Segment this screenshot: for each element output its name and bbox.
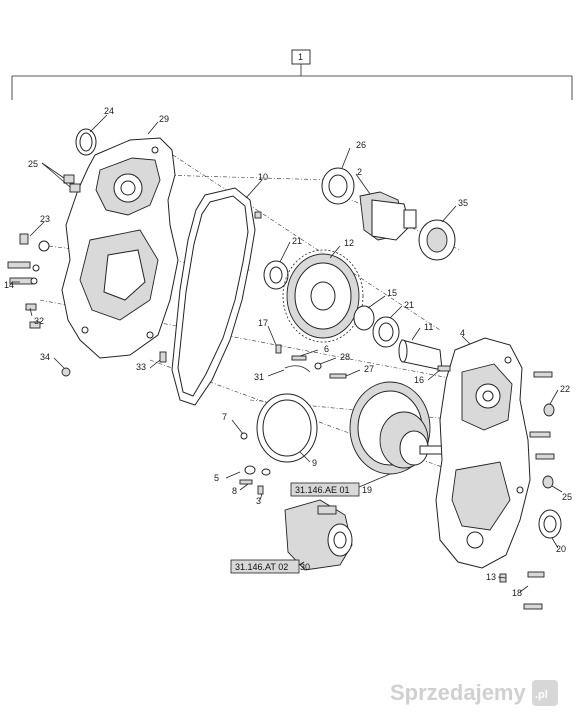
watermark-badge-icon bbox=[532, 680, 558, 706]
callout-30: 30 bbox=[300, 562, 310, 572]
callout-18: 18 bbox=[512, 588, 522, 598]
bolts-right bbox=[437, 365, 555, 610]
callout-24: 24 bbox=[104, 106, 114, 116]
callout-33: 33 bbox=[136, 362, 146, 372]
callout-23: 23 bbox=[40, 214, 50, 224]
pinion-shaft-2 bbox=[359, 191, 417, 241]
callout-1: 1 bbox=[298, 52, 303, 62]
gear-19 bbox=[349, 381, 445, 475]
reference-ae-label: 31.146.AE 01 bbox=[295, 485, 350, 495]
reference-at-label: 31.146.AT 02 bbox=[235, 562, 288, 572]
callout-labels: 1 24 29 25 26 2 10 35 23 21 12 14 32 15 … bbox=[4, 52, 572, 598]
watermark-suffix: .pl bbox=[535, 689, 548, 701]
housing-right-4 bbox=[435, 337, 531, 569]
callout-8: 8 bbox=[232, 486, 237, 496]
shaft-11 bbox=[398, 339, 443, 371]
assembly-bracket bbox=[11, 49, 573, 100]
o-ring-24 bbox=[75, 128, 97, 156]
callout-25-right: 25 bbox=[562, 492, 572, 502]
small-parts-5-8-3 bbox=[239, 465, 271, 495]
callout-10: 10 bbox=[258, 172, 268, 182]
callout-27: 27 bbox=[364, 364, 374, 374]
pins-center bbox=[275, 344, 347, 379]
callout-16: 16 bbox=[414, 375, 424, 385]
o-ring-20 bbox=[538, 509, 562, 539]
gasket-10 bbox=[171, 187, 262, 406]
callout-12: 12 bbox=[344, 238, 354, 248]
callout-25-left: 25 bbox=[28, 159, 38, 169]
callout-7: 7 bbox=[222, 412, 227, 422]
actuator-30 bbox=[284, 499, 353, 571]
reference-31-146-at-02[interactable]: 31.146.AT 02 bbox=[230, 559, 300, 574]
callout-32: 32 bbox=[34, 316, 44, 326]
callout-21-right: 21 bbox=[404, 300, 414, 310]
callout-9: 9 bbox=[312, 458, 317, 468]
callout-31: 31 bbox=[254, 372, 264, 382]
callout-21-left: 21 bbox=[292, 236, 302, 246]
callout-14: 14 bbox=[4, 280, 14, 290]
bearing-35 bbox=[418, 219, 456, 261]
housing-left-29 bbox=[61, 137, 179, 359]
callout-15: 15 bbox=[387, 288, 397, 298]
callout-35: 35 bbox=[458, 198, 468, 208]
watermark: Sprzedajemy .pl bbox=[390, 680, 558, 706]
callout-2: 2 bbox=[357, 167, 362, 177]
callout-3: 3 bbox=[256, 496, 261, 506]
callout-22: 22 bbox=[560, 384, 570, 394]
callout-26: 26 bbox=[356, 140, 366, 150]
bearing-26 bbox=[321, 167, 355, 205]
callout-13: 13 bbox=[486, 572, 496, 582]
callout-11: 11 bbox=[424, 322, 433, 332]
bearing-21-right bbox=[372, 316, 400, 348]
callout-29: 29 bbox=[159, 114, 169, 124]
callout-19: 19 bbox=[362, 485, 372, 495]
plugs-25-left bbox=[63, 174, 81, 193]
seal-9 bbox=[240, 393, 318, 463]
callout-6: 6 bbox=[324, 344, 329, 354]
bolts-left bbox=[7, 233, 167, 377]
callout-17: 17 bbox=[258, 318, 268, 328]
callout-34: 34 bbox=[40, 352, 50, 362]
callout-4: 4 bbox=[460, 328, 465, 338]
callout-5: 5 bbox=[214, 473, 219, 483]
callout-20: 20 bbox=[556, 544, 566, 554]
ring-15 bbox=[353, 305, 375, 331]
reference-31-146-ae-01[interactable]: 31.146.AE 01 bbox=[290, 482, 360, 497]
callout-28: 28 bbox=[340, 352, 350, 362]
gear-12 bbox=[282, 249, 364, 343]
bearing-21-left bbox=[263, 260, 289, 290]
watermark-text: Sprzedajemy bbox=[390, 680, 526, 705]
